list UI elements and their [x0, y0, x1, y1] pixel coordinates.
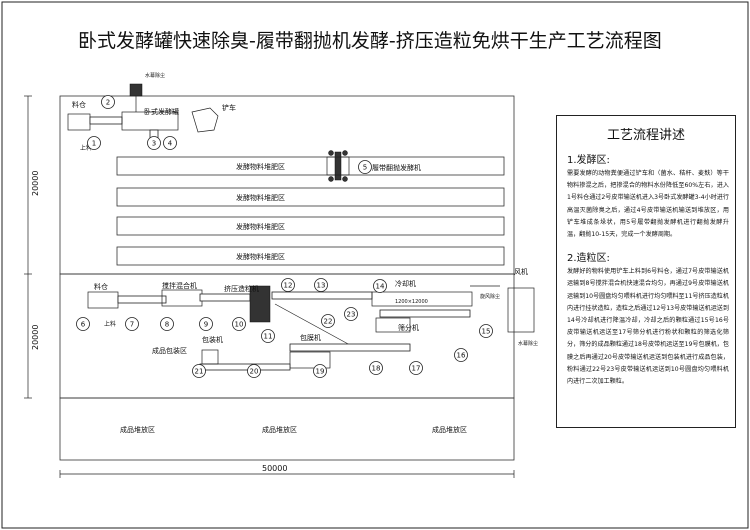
callout-1: 1	[87, 136, 101, 150]
fermentation-strip	[116, 246, 505, 266]
callout-number: 4	[168, 140, 173, 148]
fermentation-strip-label: 发酵物料堆肥区	[236, 162, 285, 171]
callout-11: 11	[261, 329, 275, 343]
feed-in-top-label: 上料	[80, 144, 92, 152]
panel-section-1-title: 1.发酵区:	[567, 155, 610, 166]
callout-23: 23	[344, 307, 358, 321]
granulator-label: 挤压造粒机	[224, 284, 259, 293]
callout-9: 9	[199, 317, 213, 331]
fermentation-strip	[116, 216, 505, 236]
diagram-title: 卧式发酵罐快速除臭-履带翻抛机发酵-挤压造粒免烘干生产工艺流程图	[78, 30, 662, 52]
callout-number: 19	[316, 368, 325, 376]
mixer-label: 搅拌混合机	[162, 281, 197, 290]
callout-number: 20	[250, 368, 259, 376]
turner-machine	[326, 150, 350, 182]
callout-8: 8	[160, 317, 174, 331]
panel-section-1-text: 需要发酵的动物粪便通过铲车和（菌水、秸秆、麦麸）等干物料掺混之后，把掺混合的物料…	[567, 170, 729, 239]
process-description-panel: 工艺流程讲述 1.发酵区: 需要发酵的动物粪便通过铲车和（菌水、秸秆、麦麸）等干…	[556, 115, 736, 428]
packaging-zone-label: 成品包装区	[152, 346, 187, 355]
callout-number: 10	[235, 321, 244, 329]
fermentation-strip-label: 发酵物料堆肥区	[236, 252, 285, 261]
callout-number: 18	[372, 365, 381, 373]
callout-19: 19	[313, 364, 327, 378]
callout-16: 16	[454, 348, 468, 362]
cooler-size-label: 1200×12000	[395, 299, 428, 305]
callout-10: 10	[232, 317, 246, 331]
granulation-process-line	[87, 285, 535, 371]
callout-5: 5	[358, 160, 372, 174]
callout-12: 12	[281, 278, 295, 292]
callout-number: 9	[204, 321, 208, 329]
callout-number: 3	[152, 140, 156, 148]
material-bin-bottom-label: 料仓	[94, 282, 108, 291]
packing-scale-label: 包装机	[202, 335, 223, 344]
callout-7: 7	[125, 317, 139, 331]
callout-21: 21	[192, 364, 206, 378]
water-curtain-bottom-label: 水幕除尘	[518, 340, 538, 347]
callout-14: 14	[373, 279, 387, 293]
callout-number: 22	[324, 318, 333, 326]
dim-total-width: 50000	[262, 464, 287, 473]
callout-13: 13	[314, 278, 328, 292]
dimension-lines	[24, 95, 515, 478]
callout-number: 16	[457, 352, 466, 360]
storage-zone-label: 成品堆放区	[120, 425, 155, 434]
coating-machine-label: 包膜机	[300, 333, 321, 342]
fermentation-strip-label: 发酵物料堆肥区	[236, 222, 285, 231]
fermentation-strip	[116, 156, 505, 176]
panel-section-2-title: 2.造粒区:	[567, 253, 610, 265]
callout-number: 7	[130, 321, 134, 329]
callout-18: 18	[369, 361, 383, 375]
callout-number: 5	[363, 164, 367, 172]
turner-label: 履带翻抛发酵机	[372, 163, 421, 172]
water-curtain-top-label: 水幕除尘	[145, 72, 165, 79]
callout-17: 17	[409, 361, 423, 375]
cyclone-label: 旋风除尘	[480, 293, 500, 300]
storage-zone-label: 成品堆放区	[432, 425, 467, 434]
callout-number: 21	[195, 368, 204, 376]
callout-number: 14	[376, 283, 385, 291]
callout-6: 6	[76, 317, 90, 331]
callout-20: 20	[247, 364, 261, 378]
callout-number: 1	[92, 140, 96, 148]
panel-title: 工艺流程讲述	[606, 128, 685, 143]
callout-number: 12	[284, 282, 293, 290]
callout-number: 8	[165, 321, 169, 329]
callout-22: 22	[321, 314, 335, 328]
storage-zone-label: 成品堆放区	[262, 425, 297, 434]
callout-15: 15	[479, 324, 493, 338]
forklift-label: 铲车	[222, 103, 236, 112]
callout-number: 15	[482, 328, 491, 336]
callout-4: 4	[163, 136, 177, 150]
callout-number: 13	[317, 282, 326, 290]
fan-label: 风机	[514, 267, 528, 276]
dim-upper-height: 20000	[31, 171, 40, 196]
callout-number: 17	[412, 365, 421, 373]
fermenter-label: 卧式发酵罐	[144, 107, 179, 116]
cooler-label: 冷却机	[395, 279, 416, 288]
callout-3: 3	[147, 136, 161, 150]
callout-number: 11	[264, 333, 273, 341]
feed-in-bottom-label: 上料	[104, 320, 116, 328]
fermentation-strip-label: 发酵物料堆肥区	[236, 193, 285, 202]
callout-number: 2	[106, 99, 110, 107]
panel-section-2-text: 发酵好的物料使用铲车上料到6号料仓，通过7号皮带输送机运输到8号搅拌混合机快速混…	[567, 268, 729, 386]
callout-number: 6	[81, 321, 86, 329]
dim-lower-height: 20000	[31, 325, 40, 350]
screener-label: 筛分机	[398, 323, 419, 332]
callout-2: 2	[101, 95, 115, 109]
fermentation-strip	[116, 187, 505, 207]
material-bin-top-label: 料仓	[72, 100, 86, 109]
storage-area-frame	[59, 397, 515, 461]
callout-number: 23	[347, 311, 356, 319]
